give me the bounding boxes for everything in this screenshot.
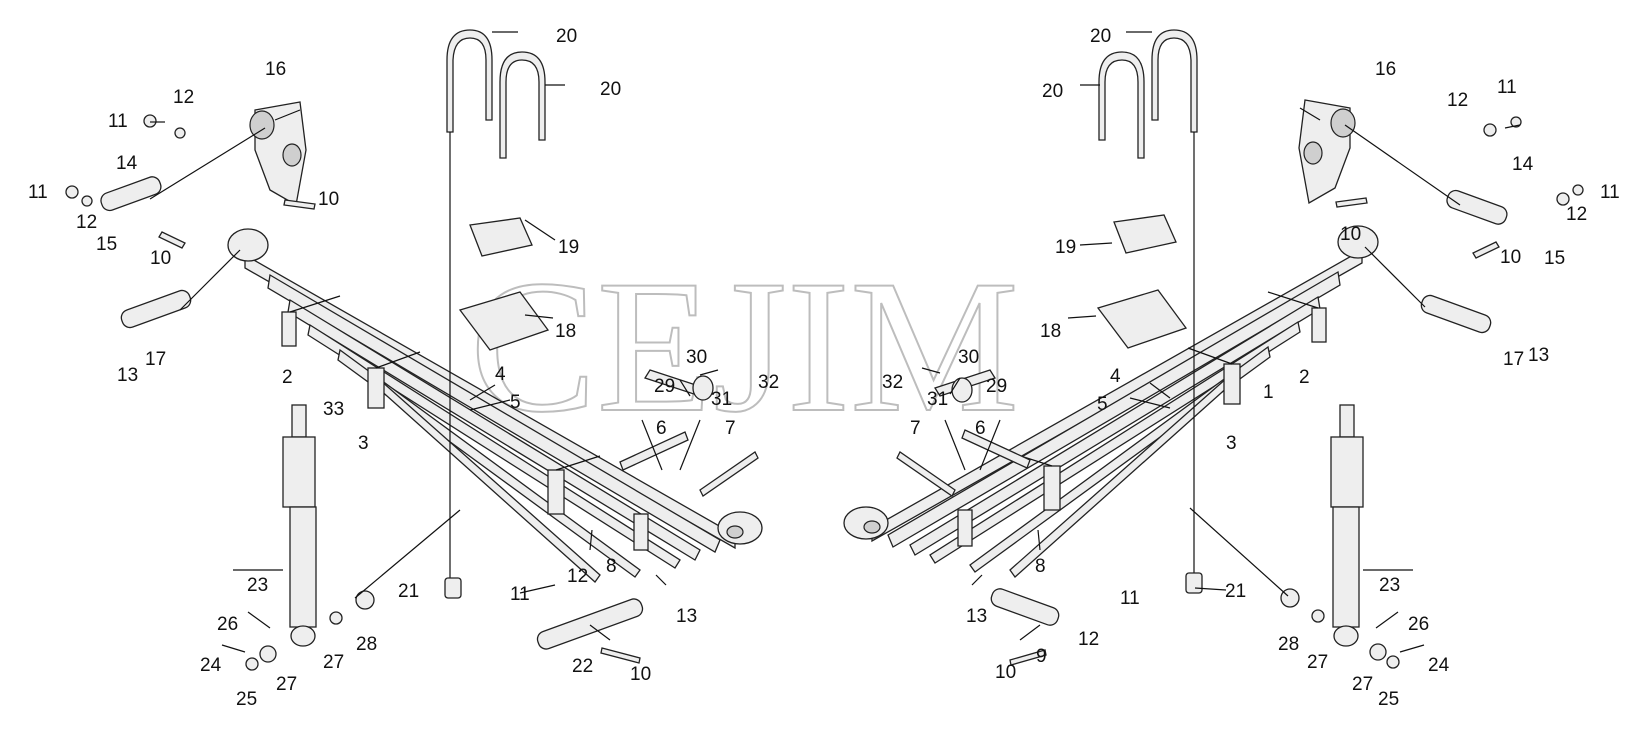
label-25: 25 (236, 689, 257, 710)
label-12: 12 (1078, 629, 1099, 650)
label-32: 32 (882, 372, 903, 393)
label-11: 11 (1120, 588, 1140, 609)
label-17: 17 (145, 349, 166, 370)
label-29: 29 (986, 376, 1007, 397)
label-5: 5 (1097, 394, 1108, 415)
label-20: 20 (556, 26, 577, 47)
label-12: 12 (173, 87, 194, 108)
label-12: 12 (567, 566, 588, 587)
label-10: 10 (150, 248, 171, 269)
label-10: 10 (1500, 247, 1521, 268)
label-31: 31 (711, 389, 732, 410)
label-20: 20 (600, 79, 621, 100)
label-11: 11 (28, 182, 48, 203)
label-11: 11 (1497, 77, 1517, 98)
label-16: 16 (1375, 59, 1396, 80)
label-23: 23 (1379, 575, 1400, 596)
label-10: 10 (995, 662, 1016, 683)
label-3: 3 (1226, 433, 1237, 454)
label-31: 31 (927, 389, 948, 410)
part-labels: 1 2 2 3 3 4 4 5 5 6 6 7 7 8 8 9 10 10 10… (28, 26, 1620, 710)
label-12: 12 (1566, 204, 1587, 225)
watermark-text: CEJIM (470, 242, 1019, 452)
right-shock-absorber (1330, 404, 1364, 647)
label-21: 21 (398, 581, 419, 602)
label-10: 10 (318, 189, 339, 210)
label-11: 11 (108, 111, 128, 132)
left-leaf-spring (227, 228, 763, 583)
label-13: 13 (966, 606, 987, 627)
label-30: 30 (686, 347, 707, 368)
label-15: 15 (96, 234, 117, 255)
label-15: 15 (1544, 248, 1565, 269)
label-13: 13 (676, 606, 697, 627)
label-12: 12 (1447, 90, 1468, 111)
left-shock-absorber (282, 404, 317, 647)
label-14: 14 (116, 153, 138, 174)
label-23: 23 (247, 575, 268, 596)
label-30: 30 (958, 347, 979, 368)
label-5: 5 (510, 392, 521, 413)
right-assembly (843, 29, 1584, 669)
label-10: 10 (1340, 224, 1361, 245)
label-20: 20 (1042, 81, 1063, 102)
label-12: 12 (76, 212, 97, 233)
label-14: 14 (1512, 154, 1534, 175)
label-27: 27 (1307, 652, 1328, 673)
label-11: 11 (1600, 182, 1620, 203)
label-7: 7 (910, 418, 921, 439)
label-26: 26 (1408, 614, 1429, 635)
label-18: 18 (1040, 321, 1061, 342)
label-20: 20 (1090, 26, 1111, 47)
label-26: 26 (217, 614, 238, 635)
label-25: 25 (1378, 689, 1399, 710)
label-24: 24 (200, 655, 222, 676)
label-4: 4 (495, 364, 506, 385)
label-13: 13 (1528, 345, 1549, 366)
label-24: 24 (1428, 655, 1450, 676)
label-8: 8 (1035, 556, 1046, 577)
label-6: 6 (975, 418, 986, 439)
label-16: 16 (265, 59, 286, 80)
left-assembly (65, 29, 763, 671)
label-8: 8 (606, 556, 617, 577)
label-33: 33 (323, 399, 344, 420)
label-1: 1 (1263, 382, 1274, 403)
label-19: 19 (558, 237, 579, 258)
label-22: 22 (572, 656, 593, 677)
right-leaf-spring (843, 225, 1379, 578)
label-4: 4 (1110, 366, 1121, 387)
left-shackle (249, 101, 307, 207)
label-2: 2 (282, 367, 293, 388)
label-9: 9 (1036, 646, 1047, 667)
right-shackle (1298, 99, 1356, 205)
label-11: 11 (510, 584, 530, 605)
label-7: 7 (725, 418, 736, 439)
label-2: 2 (1299, 367, 1310, 388)
label-21: 21 (1225, 581, 1246, 602)
label-32: 32 (758, 372, 779, 393)
label-19: 19 (1055, 237, 1076, 258)
label-17: 17 (1503, 349, 1524, 370)
label-27: 27 (1352, 674, 1373, 695)
label-28: 28 (356, 634, 377, 655)
label-28: 28 (1278, 634, 1299, 655)
label-6: 6 (656, 418, 667, 439)
label-13: 13 (117, 365, 138, 386)
label-27: 27 (276, 674, 297, 695)
label-29: 29 (654, 376, 675, 397)
label-3: 3 (358, 433, 369, 454)
label-18: 18 (555, 321, 576, 342)
label-27: 27 (323, 652, 344, 673)
label-10: 10 (630, 664, 651, 685)
